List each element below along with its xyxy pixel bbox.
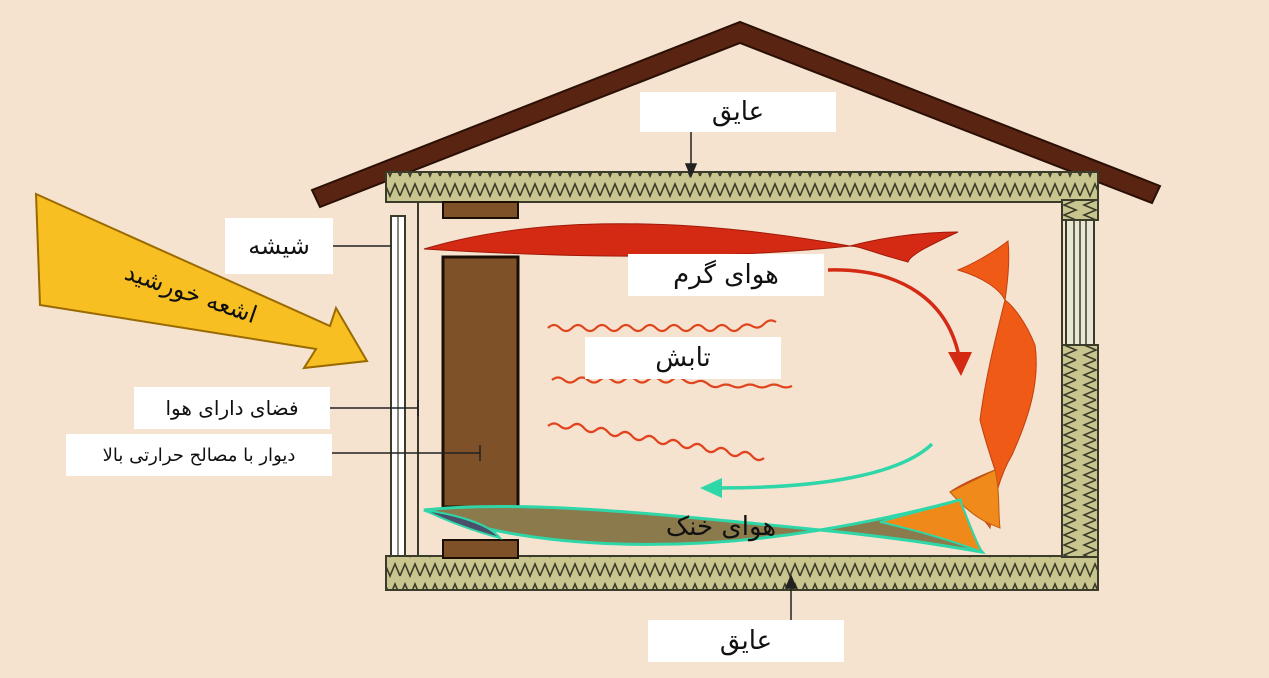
air-space-label: فضای دارای هوا: [134, 387, 330, 429]
right-wall-insulation-upper: [1061, 199, 1099, 221]
floor-insulation: [385, 555, 1099, 591]
warm-air-arrowhead: [948, 352, 972, 376]
pointer-lines: [330, 132, 798, 620]
warm-air-flow-arrow: [827, 268, 962, 363]
glass-pane: [390, 215, 406, 557]
thermal-wall: [441, 255, 520, 509]
ceiling-insulation: [385, 171, 1099, 203]
room-interior: [417, 201, 1063, 557]
thermal-wall-top-vent: [442, 201, 519, 219]
cool-air-label: هوای خنک: [665, 512, 777, 542]
sun-ray-arrow: [34, 192, 369, 370]
cool-air-flow-arrow: [719, 442, 934, 490]
radiation-wave-1: [547, 319, 777, 333]
right-wall-insulation: [1061, 344, 1099, 558]
thermal-wall-bottom-vent: [442, 539, 519, 559]
glass-label: شیشه: [225, 218, 333, 274]
floor-insulation-label: عایق: [648, 620, 844, 662]
roof-insulation-label: عایق: [640, 92, 836, 132]
roof: [310, 20, 1162, 209]
radiation-wave-3: [547, 422, 765, 462]
cool-air-left-tip: [423, 509, 503, 540]
right-window: [1065, 219, 1095, 346]
warm-air-label: هوای گرم: [628, 254, 824, 296]
cool-air-arrowhead: [700, 478, 722, 498]
cool-air-right-tip: [879, 498, 985, 554]
radiation-label: تابش: [585, 337, 781, 379]
thermal-wall-label: دیوار با مصالح حرارتی بالا: [66, 434, 332, 476]
radiation-wave-2: [551, 376, 793, 389]
